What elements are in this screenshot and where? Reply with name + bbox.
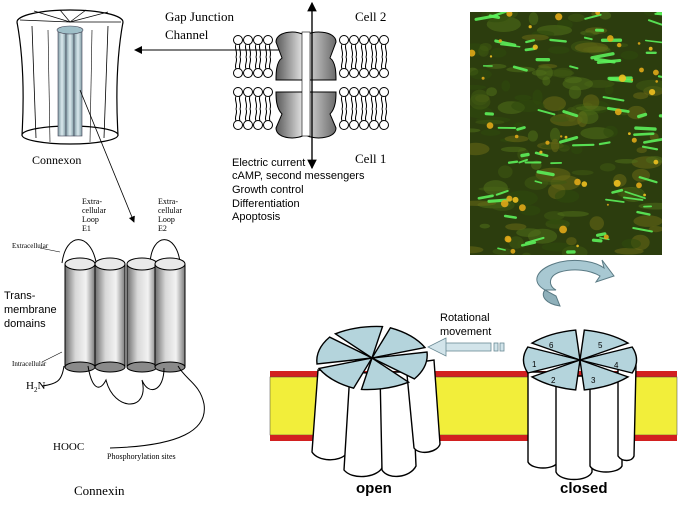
transmembrane-label: membrane xyxy=(4,304,57,316)
open-channel xyxy=(311,325,441,478)
loop-e2-line: E2 xyxy=(158,224,167,233)
transmembrane-label: Trans- xyxy=(4,290,36,302)
connexon-label: Connexon xyxy=(32,153,82,167)
gap-junction-title-line2: Channel xyxy=(165,27,209,42)
loop-e1-line: cellular xyxy=(82,206,106,215)
loop-e2-line: cellular xyxy=(158,206,182,215)
subunit-number: 4 xyxy=(614,361,619,370)
rotational-movement-label: movement xyxy=(440,326,492,338)
fluorescence-micrograph xyxy=(470,12,662,255)
subunit-number: 2 xyxy=(551,376,556,385)
loop-e1-line: Extra- xyxy=(82,197,102,206)
function-item: cAMP, second messengers xyxy=(232,170,365,182)
subunit-number: 6 xyxy=(549,341,554,350)
arrow-to-connexin xyxy=(79,89,135,223)
function-item: Differentiation xyxy=(232,198,300,210)
function-item: Apoptosis xyxy=(232,211,281,223)
rotational-movement-label: Rotational xyxy=(440,312,490,324)
c-terminus-label: HOOC xyxy=(53,441,85,453)
rotation-arrow-icon xyxy=(536,259,615,307)
phosphorylation-label: Phosphorylation sites xyxy=(107,452,176,461)
transmembrane-label: domains xyxy=(4,318,46,330)
loop-e1-line: E1 xyxy=(82,224,91,233)
function-item: Growth control xyxy=(232,184,304,196)
connexin-diagram xyxy=(39,239,205,449)
intracellular-label: Intracellular xyxy=(12,360,47,368)
closed-channel xyxy=(522,329,638,481)
connexon-diagram xyxy=(16,9,124,145)
loop-e1-line: Loop xyxy=(82,215,99,224)
closed-label: closed xyxy=(560,480,608,497)
gap-junction-channel-diagram xyxy=(233,1,389,170)
cell-1-label: Cell 1 xyxy=(355,151,387,166)
function-item: Electric current xyxy=(232,157,306,169)
gating-diagram xyxy=(269,259,678,481)
subunit-number: 1 xyxy=(532,360,537,369)
rotational-movement-arrow-icon xyxy=(427,337,505,357)
subunit-number: 3 xyxy=(591,376,596,385)
cell-2-label: Cell 2 xyxy=(355,9,387,24)
open-label: open xyxy=(356,480,392,497)
connexin-label: Connexin xyxy=(74,483,125,498)
loop-e2-line: Extra- xyxy=(158,197,178,206)
n-terminus-label: H2N xyxy=(26,380,46,395)
subunit-number: 5 xyxy=(598,341,603,350)
extracellular-label: Extracellular xyxy=(12,242,49,250)
gap-junction-title: Gap Junction xyxy=(165,9,234,24)
loop-e2-line: Loop xyxy=(158,215,175,224)
